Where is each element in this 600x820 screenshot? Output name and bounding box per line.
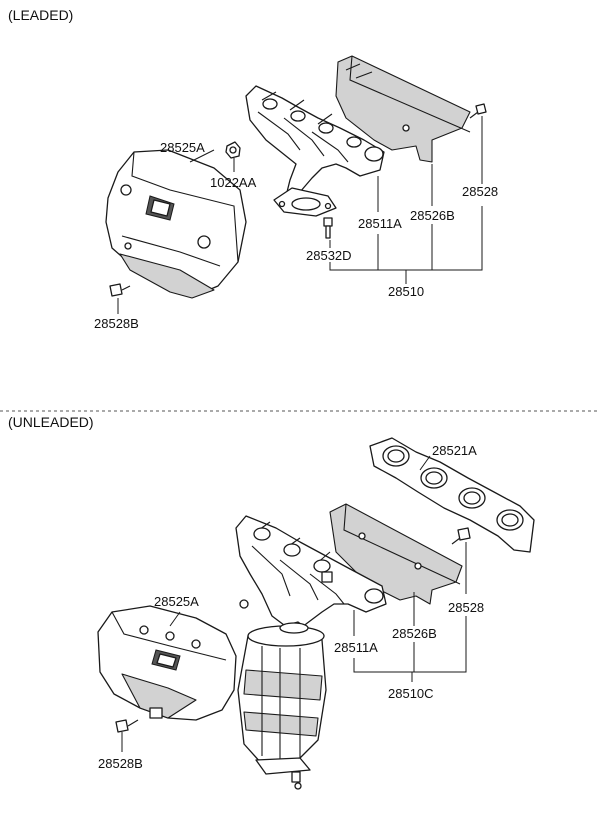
nut-1022AA [225,141,241,159]
section-title-unleaded: (UNLEADED) [8,414,94,430]
gasket-28521A [369,437,535,553]
label-28526B-unleaded: 28526B [392,626,437,641]
label-28532D: 28532D [306,248,352,263]
exhaust-manifold-unleaded [235,515,387,633]
leader-lines-unleaded [121,455,467,752]
bolt-28528B-leaded [109,283,131,297]
label-28521A: 28521A [432,443,477,458]
heat-protector-unleaded [97,605,237,721]
label-28528B-unleaded: 28528B [98,756,143,771]
heat-shield-leaded [335,55,471,163]
heat-shield-unleaded [329,503,463,605]
heat-protector-leaded [105,149,247,299]
label-28525A-unleaded: 28525A [154,594,199,609]
label-1022AA: 1022AA [210,175,257,190]
stud-28532D [323,217,333,239]
label-28525A-leaded: 28525A [160,140,205,155]
exhaust-manifold-leaded [245,85,385,217]
label-28526B-leaded: 28526B [410,208,455,223]
label-28528-leaded: 28528 [462,184,498,199]
label-28528-unleaded: 28528 [448,600,484,615]
label-28528B-leaded: 28528B [94,316,139,331]
bolt-28528B-unleaded [115,719,139,733]
catalytic-converter [237,621,327,790]
leader-lines-leaded [117,116,483,314]
label-28510: 28510 [388,284,424,299]
label-28511A-leaded: 28511A [358,216,402,231]
bolt-28528-unleaded [451,527,471,545]
section-title-leaded: (LEADED) [8,7,73,23]
label-28511A-unleaded: 28511A [334,640,378,655]
bolt-28528-leaded [469,103,487,119]
label-28510C: 28510C [388,686,434,701]
